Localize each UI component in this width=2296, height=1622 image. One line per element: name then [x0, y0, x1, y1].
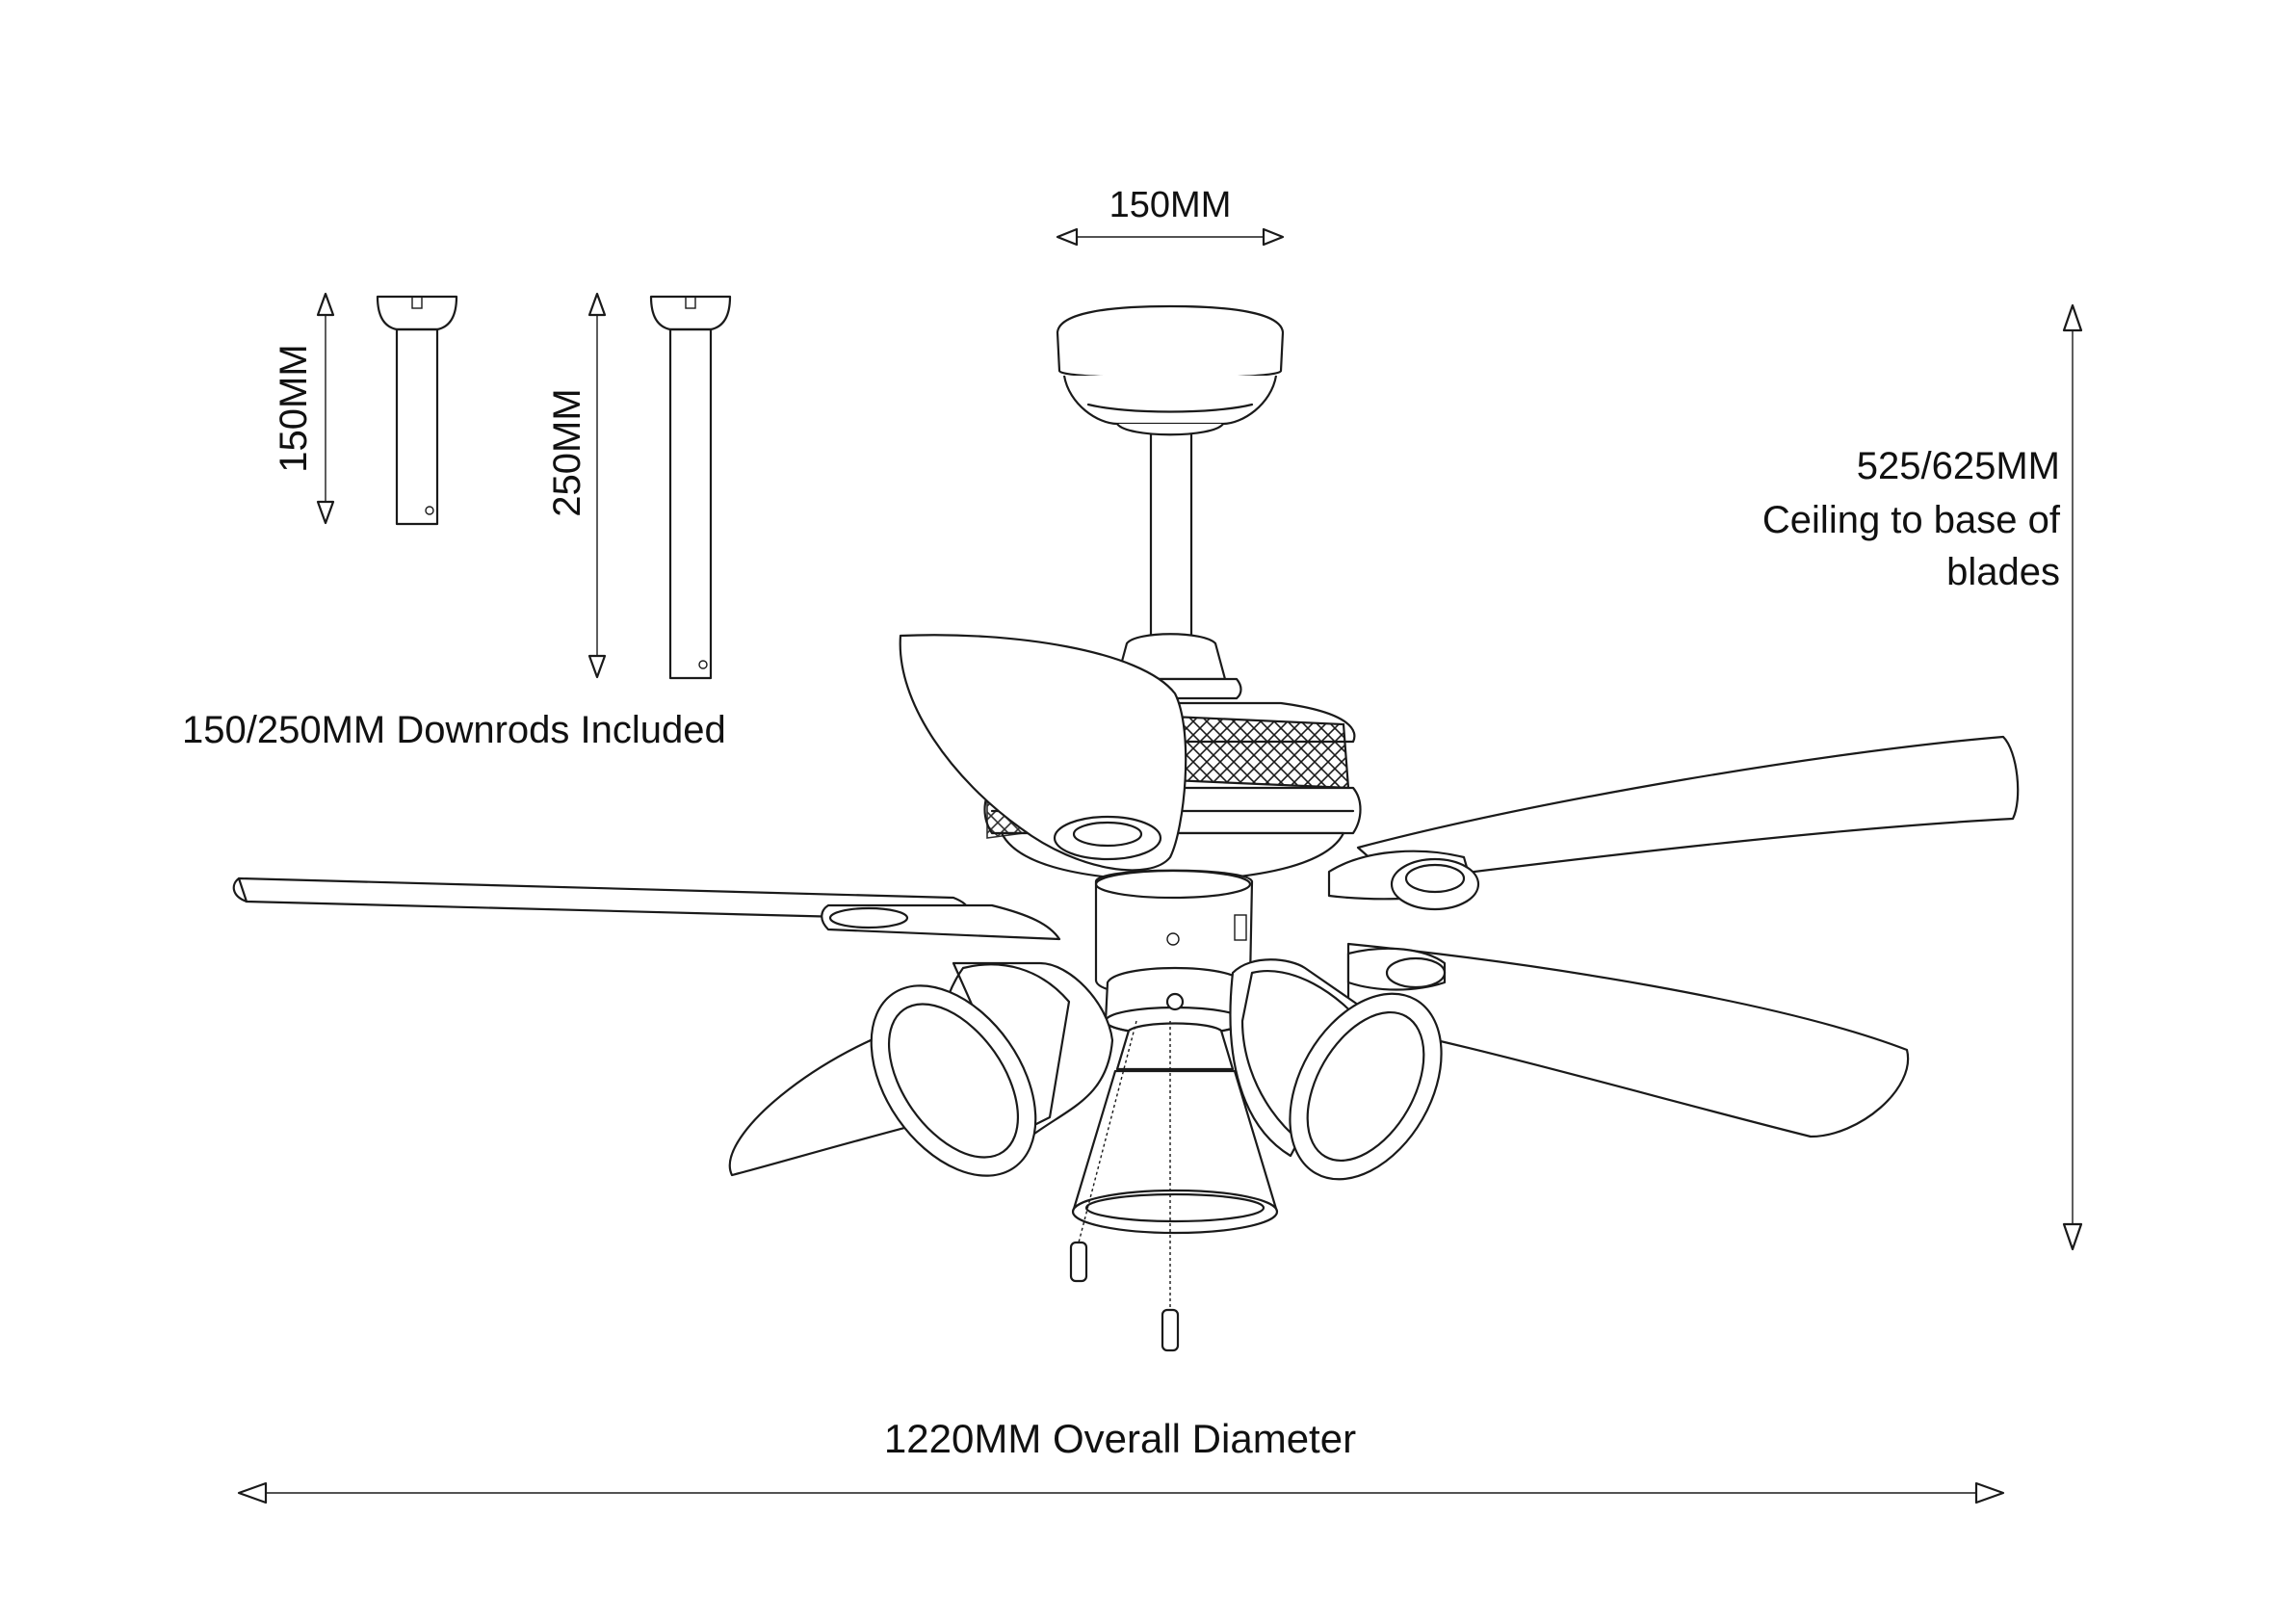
overall-diameter-arrow	[237, 1481, 2005, 1504]
height-arrow	[2062, 303, 2083, 1251]
canopy-icon	[1056, 304, 1285, 436]
light-shade-left-icon	[870, 961, 1114, 1177]
ceiling-fan-icon	[232, 304, 2020, 1352]
canopy-width-arrow	[1056, 227, 1285, 247]
blade-back-right-icon	[1346, 942, 1910, 1138]
light-shade-right-icon	[1229, 958, 1443, 1181]
downrod-short-arrow	[316, 292, 335, 525]
height-value-label: 525/625MM	[1857, 445, 2060, 487]
downrod-short-label: 150MM	[273, 344, 315, 472]
height-desc-line2: blades	[1946, 551, 2060, 593]
canopy-width-label: 150MM	[1109, 185, 1232, 225]
blade-right-icon	[1356, 735, 2020, 883]
downrod-long-icon	[649, 295, 732, 680]
blade-front-left-icon	[899, 634, 1187, 872]
pull-chain-right-icon	[1161, 1021, 1180, 1352]
downrod-short-icon	[376, 295, 458, 526]
overall-diameter-label: 1220MM Overall Diameter	[884, 1416, 1356, 1461]
light-shade-center-icon	[1071, 1022, 1279, 1235]
downrod-long-label: 250MM	[546, 388, 588, 516]
height-desc-line1: Ceiling to base of	[1762, 499, 2061, 541]
pull-chain-left-icon	[1069, 1020, 1137, 1283]
downrods-included-label: 150/250MM Downrods Included	[182, 709, 726, 751]
downrod-long-arrow	[587, 292, 607, 679]
